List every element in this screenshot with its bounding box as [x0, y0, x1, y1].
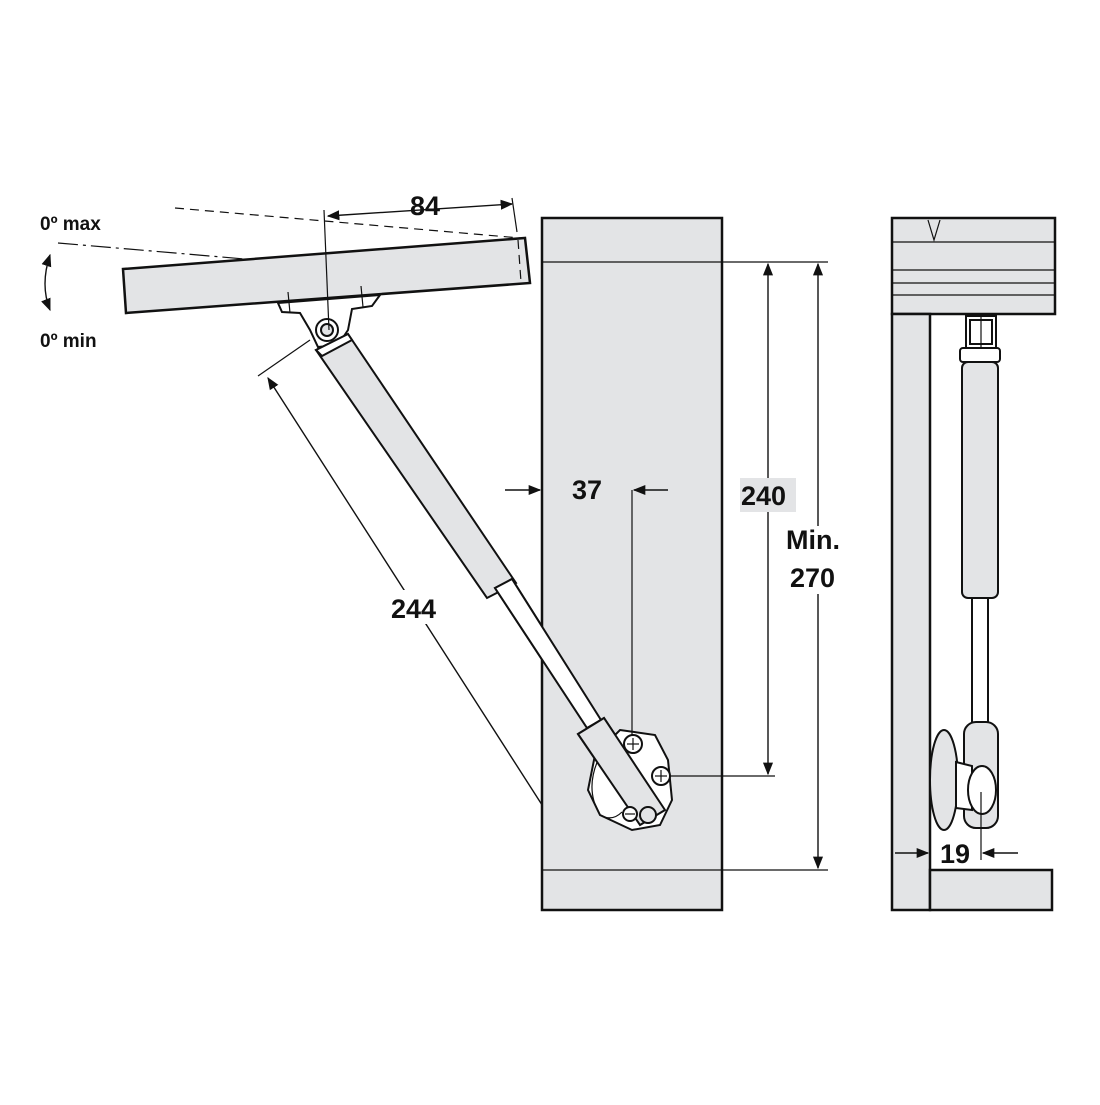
dim-37-label: 37 [572, 475, 602, 505]
section-side-wall [890, 312, 932, 912]
angle-arc [41, 253, 52, 312]
flap-edge-dash [517, 239, 522, 283]
dim-84-extension [323, 209, 330, 331]
dim-244-extension [257, 339, 311, 377]
section-stay-cylinder [961, 361, 999, 599]
dim-270-label: 270 [790, 563, 835, 593]
dim-270-min-label: Min. [786, 525, 840, 555]
dim-240-label: 240 [741, 481, 786, 511]
dim-84-line [326, 199, 514, 221]
dim-19-label: 19 [940, 839, 970, 869]
section-bottom-shelf [928, 868, 1054, 912]
section-mount-disc [929, 729, 959, 831]
section-view: 19 [890, 216, 1057, 912]
max-angle-ref-line [174, 207, 521, 239]
section-piston-rod [971, 597, 989, 725]
dim-84-label: 84 [410, 191, 440, 221]
cabinet-side-panel: 37 240 Min. 270 [493, 216, 851, 912]
angle-min-label: 0º min [40, 331, 97, 352]
stay-cylinder [314, 332, 518, 600]
angle-max-label: 0º max [40, 214, 101, 235]
section-top-panel [890, 216, 1057, 316]
dim-84-extension [511, 197, 518, 233]
dim-244-label: 244 [391, 594, 436, 624]
